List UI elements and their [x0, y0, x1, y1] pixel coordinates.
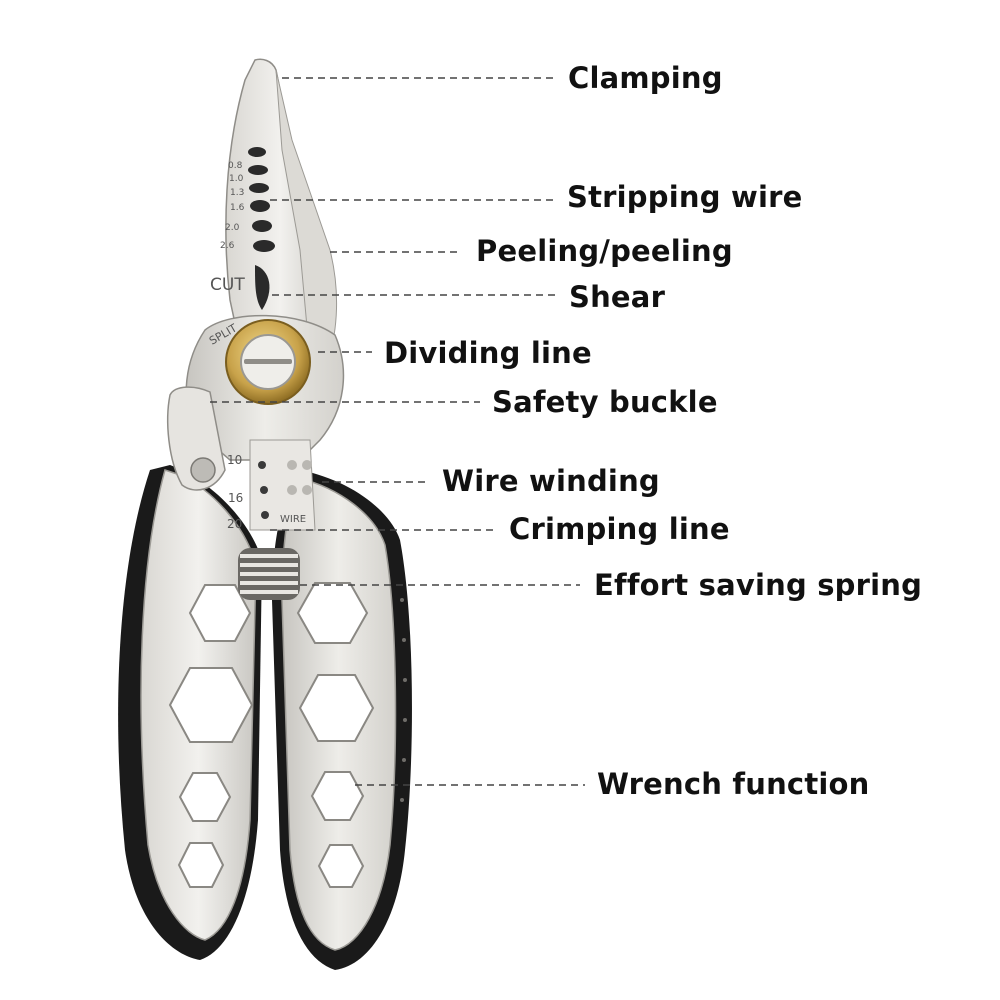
callout-peeling: Peeling/peeling	[476, 234, 733, 268]
callout-clamping: Clamping	[568, 61, 723, 95]
hex-hole	[298, 674, 375, 742]
callout-stripping-wire: Stripping wire	[567, 180, 803, 214]
gauge-mark: 1.6	[230, 203, 245, 213]
hex-hole	[188, 584, 252, 642]
leader-lines	[210, 77, 585, 786]
crimp-gauge-mark: 16	[228, 491, 243, 505]
right-handle	[272, 470, 412, 970]
gauge-mark: 2.0	[225, 223, 240, 233]
gauge-mark: 1.3	[230, 188, 244, 198]
hex-hole	[168, 667, 254, 743]
crimp-gauge-mark: 10	[227, 453, 242, 467]
wire-mark: WIRE	[280, 514, 306, 525]
gauge-mark: 2.6	[220, 241, 235, 251]
pliers-head	[166, 58, 345, 600]
hex-hole	[178, 772, 232, 822]
gauge-mark: 1.0	[229, 174, 244, 184]
hex-hole	[317, 844, 365, 888]
hex-hole	[310, 771, 365, 821]
hex-hole	[296, 582, 369, 644]
gauge-mark: 0.8	[228, 161, 243, 171]
callout-safety-buckle: Safety buckle	[492, 385, 718, 419]
spring	[238, 548, 300, 600]
hex-hole	[177, 842, 225, 888]
left-handle	[118, 465, 262, 960]
cut-mark: CUT	[210, 275, 245, 295]
stripping-teeth	[248, 147, 275, 310]
callout-dividing-line: Dividing line	[384, 336, 592, 370]
callout-effort-saving-spring: Effort saving spring	[594, 568, 923, 602]
callout-wire-winding: Wire winding	[442, 464, 660, 498]
callout-wrench-function: Wrench function	[597, 767, 870, 801]
callout-crimping-line: Crimping line	[509, 512, 730, 546]
callout-shear: Shear	[569, 280, 666, 314]
crimp-gauge-mark: 20	[227, 517, 242, 531]
